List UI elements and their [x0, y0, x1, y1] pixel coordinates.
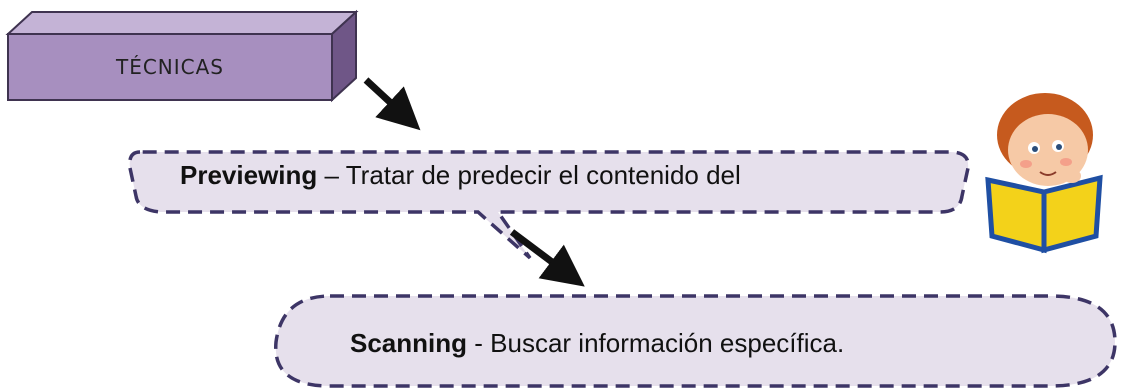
- scanning-bubble: [274, 294, 1117, 388]
- scanning-term: Scanning: [350, 328, 468, 358]
- previewing-description: Tratar de predecir el contenido del: [345, 160, 741, 190]
- previewing-term: Previewing: [180, 160, 318, 190]
- title-box-label: TÉCNICAS: [115, 55, 225, 79]
- scanning-text: Scanning - Buscar información específica…: [350, 328, 844, 359]
- boy-reading-book-icon: [985, 93, 1103, 254]
- scanning-separator: -: [474, 328, 483, 358]
- previewing-text: Previewing – Tratar de predecir el conte…: [180, 160, 741, 191]
- title-box-shape: [5, 9, 359, 103]
- arrow-to-previewing: [363, 77, 421, 131]
- arrow-to-scanning: [509, 229, 585, 287]
- scanning-description: Buscar información específica.: [490, 328, 845, 358]
- title-box: TÉCNICAS: [8, 34, 332, 100]
- previewing-separator: –: [324, 160, 339, 190]
